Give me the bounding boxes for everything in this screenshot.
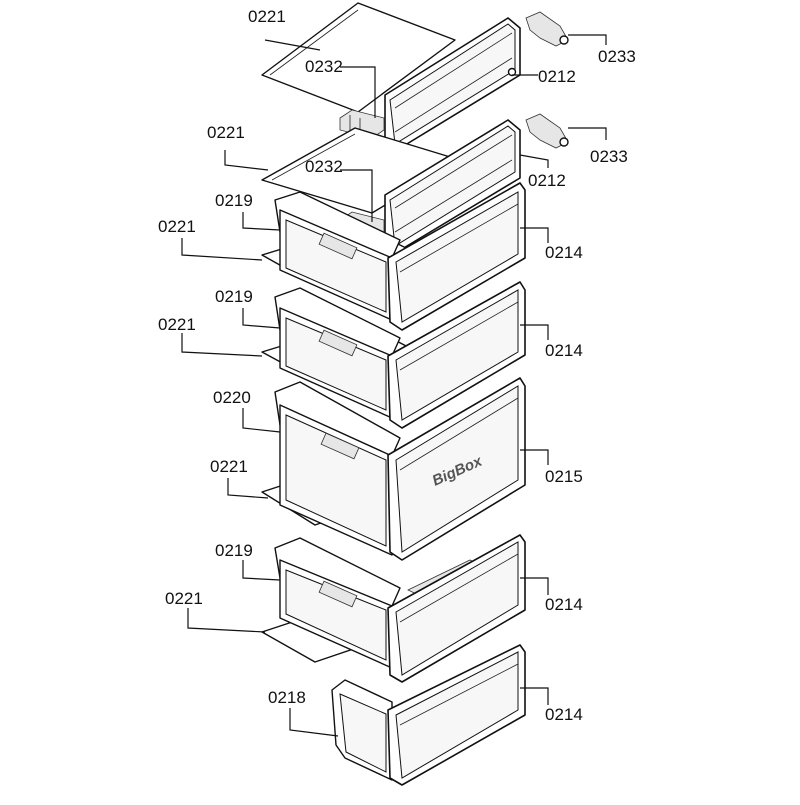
label-clip-top: 0232 [305,57,343,76]
label-drawer-front-1: 0214 [545,243,583,262]
label-drawer-3: 0219 [215,541,253,560]
part-number-labels: 0221 0232 0233 0212 0221 0232 0233 0212 … [158,7,636,724]
label-cover-3: 0221 [210,457,248,476]
label-clip-2: 0232 [305,157,343,176]
second-shelf-front-trim [384,119,521,253]
leader-lines [181,34,607,737]
label-front-2: 0212 [528,171,566,190]
label-drawer-2: 0219 [215,287,253,306]
label-drawer-bottom: 0218 [268,688,306,707]
bottom-drawer-tray [331,679,393,781]
label-shelf-2: 0221 [207,123,245,142]
label-hinge-2: 0233 [590,147,628,166]
label-drawer-front-3: 0214 [545,595,583,614]
bottom-drawer-front [387,644,526,786]
label-cover-1: 0221 [158,217,196,236]
drawer-2-front [387,281,526,429]
label-front-top: 0212 [538,67,576,86]
top-hinge-bracket [525,11,569,47]
label-drawer-front-2: 0214 [545,341,583,360]
label-drawer-big: 0220 [213,388,251,407]
drawer-1-box [274,191,401,321]
label-drawer-1: 0219 [215,191,253,210]
top-glass-shelf [261,2,456,113]
label-cover-4: 0221 [165,589,203,608]
label-hinge-top: 0233 [598,47,636,66]
big-drawer-box [274,381,401,556]
second-hinge-bracket [525,113,569,149]
drawer-3-front [387,534,526,683]
big-drawer-front [387,377,526,561]
drawer-2-box [274,287,401,419]
label-shelf-top: 0221 [248,7,286,26]
label-cover-2: 0221 [158,315,196,334]
label-drawer-front-bottom: 0214 [545,705,583,724]
drawer-1-front [387,182,526,331]
label-drawer-front-big: 0215 [545,467,583,486]
